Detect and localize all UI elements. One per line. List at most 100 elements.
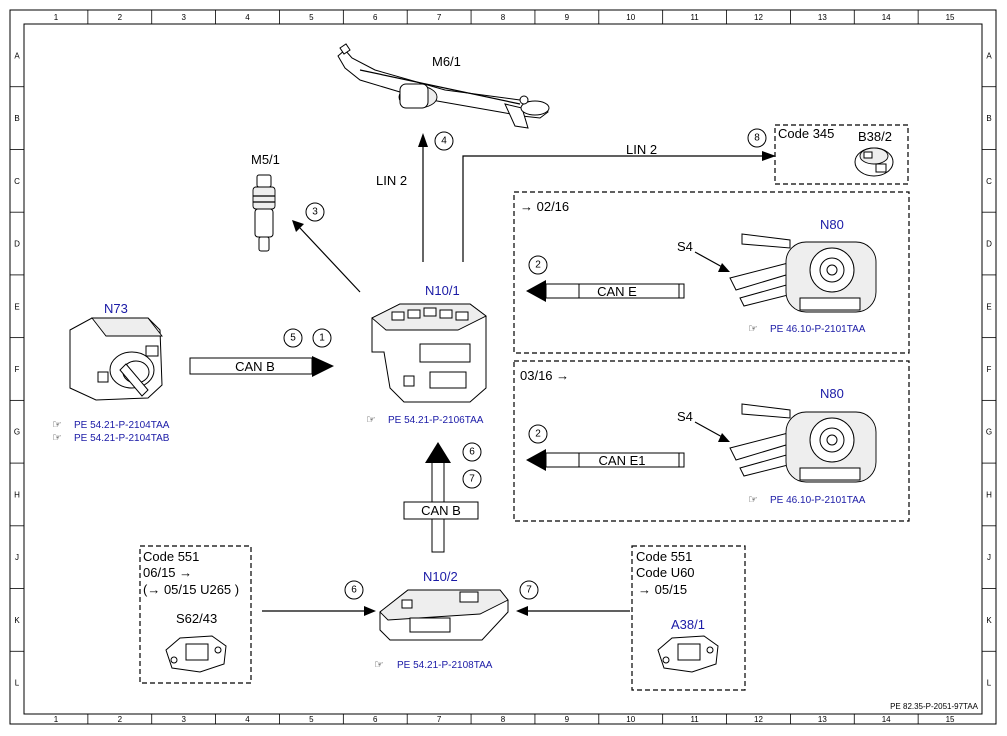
row-label: G <box>986 428 992 437</box>
reference-hand-icon: ☞ <box>52 432 62 444</box>
column-label: 5 <box>309 13 314 22</box>
row-label: E <box>986 302 991 311</box>
svg-text:3: 3 <box>312 207 318 218</box>
svg-text:PE 54.21-P-2104TAA: PE 54.21-P-2104TAA <box>74 420 170 431</box>
column-label: 11 <box>690 13 699 22</box>
row-label: J <box>987 553 991 562</box>
n10-2-label: N10/2 <box>423 569 458 584</box>
column-label: 12 <box>754 715 763 724</box>
svg-text:PE 54.21-P-2106TAA: PE 54.21-P-2106TAA <box>388 415 484 426</box>
n73-reference-2[interactable]: ☞ PE 54.21-P-2104TAB <box>52 432 170 444</box>
row-label: C <box>986 177 992 186</box>
m5-1-label: M5/1 <box>251 152 280 167</box>
can-b-left-arrow: CAN B <box>189 356 334 377</box>
n10-1-label: N10/1 <box>425 283 460 298</box>
marker-2-top: 2 <box>528 255 548 275</box>
steering-column-module-top-icon <box>729 233 877 313</box>
n10-1-reference[interactable]: ☞ PE 54.21-P-2106TAA <box>366 414 484 426</box>
can-e1-arrow: CAN E1 <box>526 449 685 471</box>
line-to-m5-1 <box>299 227 361 293</box>
lin-vertical-label: LIN 2 <box>376 173 407 188</box>
svg-text:1: 1 <box>319 333 325 344</box>
n73-label: N73 <box>104 301 128 316</box>
column-label: 2 <box>118 715 123 724</box>
reference-hand-icon: ☞ <box>52 419 62 431</box>
n80-top-label: N80 <box>820 217 844 232</box>
arrow-head-b38-2 <box>762 151 776 161</box>
column-label: 1 <box>54 13 59 22</box>
n73-reference-1[interactable]: ☞ PE 54.21-P-2104TAA <box>52 419 170 431</box>
column-label: 14 <box>882 13 891 22</box>
column-label: 3 <box>181 13 186 22</box>
svg-text:6: 6 <box>351 585 357 596</box>
right-code-line-2: Code U60 <box>636 565 695 580</box>
column-label: 15 <box>946 13 955 22</box>
svg-text:4: 4 <box>441 136 447 147</box>
date-to-text: 03/16 → <box>520 368 569 383</box>
s62-43-label: S62/43 <box>176 611 217 626</box>
reference-hand-icon: ☞ <box>366 414 376 426</box>
a38-1-label: A38/1 <box>671 617 705 632</box>
column-label: 6 <box>373 13 378 22</box>
column-label: 6 <box>373 715 378 724</box>
wiper-motor-icon <box>337 43 550 129</box>
column-label: 1 <box>54 715 59 724</box>
arrow-head-from-a38-1 <box>516 606 528 616</box>
column-label: 13 <box>818 715 827 724</box>
column-label: 4 <box>245 13 250 22</box>
svg-text:PE 54.21-P-2108TAA: PE 54.21-P-2108TAA <box>397 660 493 671</box>
marker-6-upper: 6 <box>462 442 482 462</box>
svg-text:7: 7 <box>469 474 475 485</box>
row-label: H <box>986 490 992 499</box>
m6-1-label: M6/1 <box>432 54 461 69</box>
can-b-bottom-label: CAN B <box>421 503 461 518</box>
marker-3: 3 <box>305 202 325 222</box>
row-label: F <box>15 365 20 374</box>
column-label: 11 <box>690 715 699 724</box>
ignition-switch-icon <box>69 317 163 401</box>
n80-top-reference[interactable]: ☞ PE 46.10-P-2101TAA <box>748 323 866 335</box>
row-label: K <box>14 616 20 625</box>
row-label: L <box>15 679 20 688</box>
row-label: K <box>986 616 992 625</box>
control-unit-icon <box>371 303 487 403</box>
module-a38-1-icon <box>657 635 719 673</box>
column-label: 12 <box>754 13 763 22</box>
row-label: A <box>986 51 992 60</box>
column-label: 10 <box>626 715 635 724</box>
can-e-label: CAN E <box>597 284 637 299</box>
outer-frame <box>9 9 997 725</box>
inner-frame <box>23 23 983 715</box>
marker-7-lower: 7 <box>519 580 539 600</box>
svg-text:PE 46.10-P-2101TAA: PE 46.10-P-2101TAA <box>770 324 866 335</box>
marker-7-upper: 7 <box>462 469 482 489</box>
column-label: 5 <box>309 715 314 724</box>
arrow-head-m5-1 <box>292 220 304 232</box>
column-label: 9 <box>565 715 570 724</box>
svg-text:7: 7 <box>526 585 532 596</box>
reference-hand-icon: ☞ <box>748 494 758 506</box>
n80-bottom-reference[interactable]: ☞ PE 46.10-P-2101TAA <box>748 494 866 506</box>
n10-2-reference[interactable]: ☞ PE 54.21-P-2108TAA <box>374 659 493 671</box>
can-e1-label: CAN E1 <box>599 453 646 468</box>
row-label: D <box>986 240 992 249</box>
steering-column-module-bottom-icon <box>729 403 877 483</box>
switch-s62-43-icon <box>165 635 227 673</box>
row-label: G <box>14 428 20 437</box>
a38-1-code-box <box>631 545 746 691</box>
reference-hand-icon: ☞ <box>748 323 758 335</box>
can-e-arrow: CAN E <box>526 280 685 302</box>
marker-2-bottom: 2 <box>528 424 548 444</box>
svg-text:8: 8 <box>754 133 760 144</box>
column-label: 7 <box>437 715 442 724</box>
svg-text:6: 6 <box>469 447 475 458</box>
column-label: 13 <box>818 13 827 22</box>
row-label: C <box>14 177 20 186</box>
s62-43-code-box <box>139 545 252 684</box>
column-label: 10 <box>626 13 635 22</box>
arrow-head-m6-1 <box>418 133 428 147</box>
column-label: 15 <box>946 715 955 724</box>
code-345-text: Code 345 <box>778 126 834 141</box>
s4-bottom-label: S4 <box>677 409 693 424</box>
